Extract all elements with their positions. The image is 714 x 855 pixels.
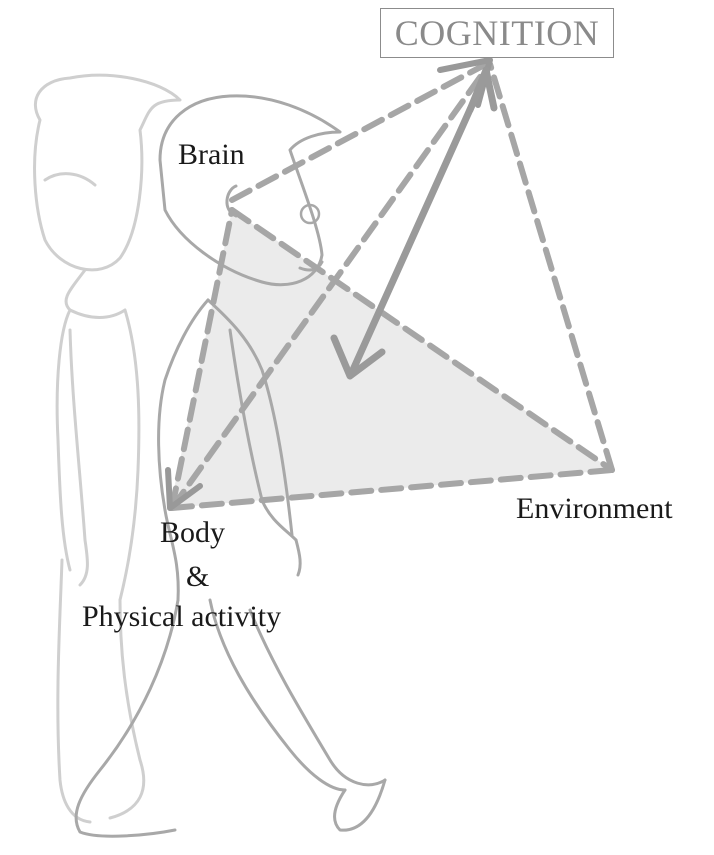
cognition-label: COGNITION — [395, 12, 599, 54]
body-label: Body — [160, 516, 225, 550]
environment-label: Environment — [516, 492, 673, 526]
cognition-box: COGNITION — [380, 8, 614, 58]
brain-label: Brain — [178, 138, 245, 172]
physical-activity-label: Physical activity — [82, 600, 281, 634]
edge-brain-cognition — [232, 62, 490, 200]
ampersand-label: & — [186, 560, 209, 594]
